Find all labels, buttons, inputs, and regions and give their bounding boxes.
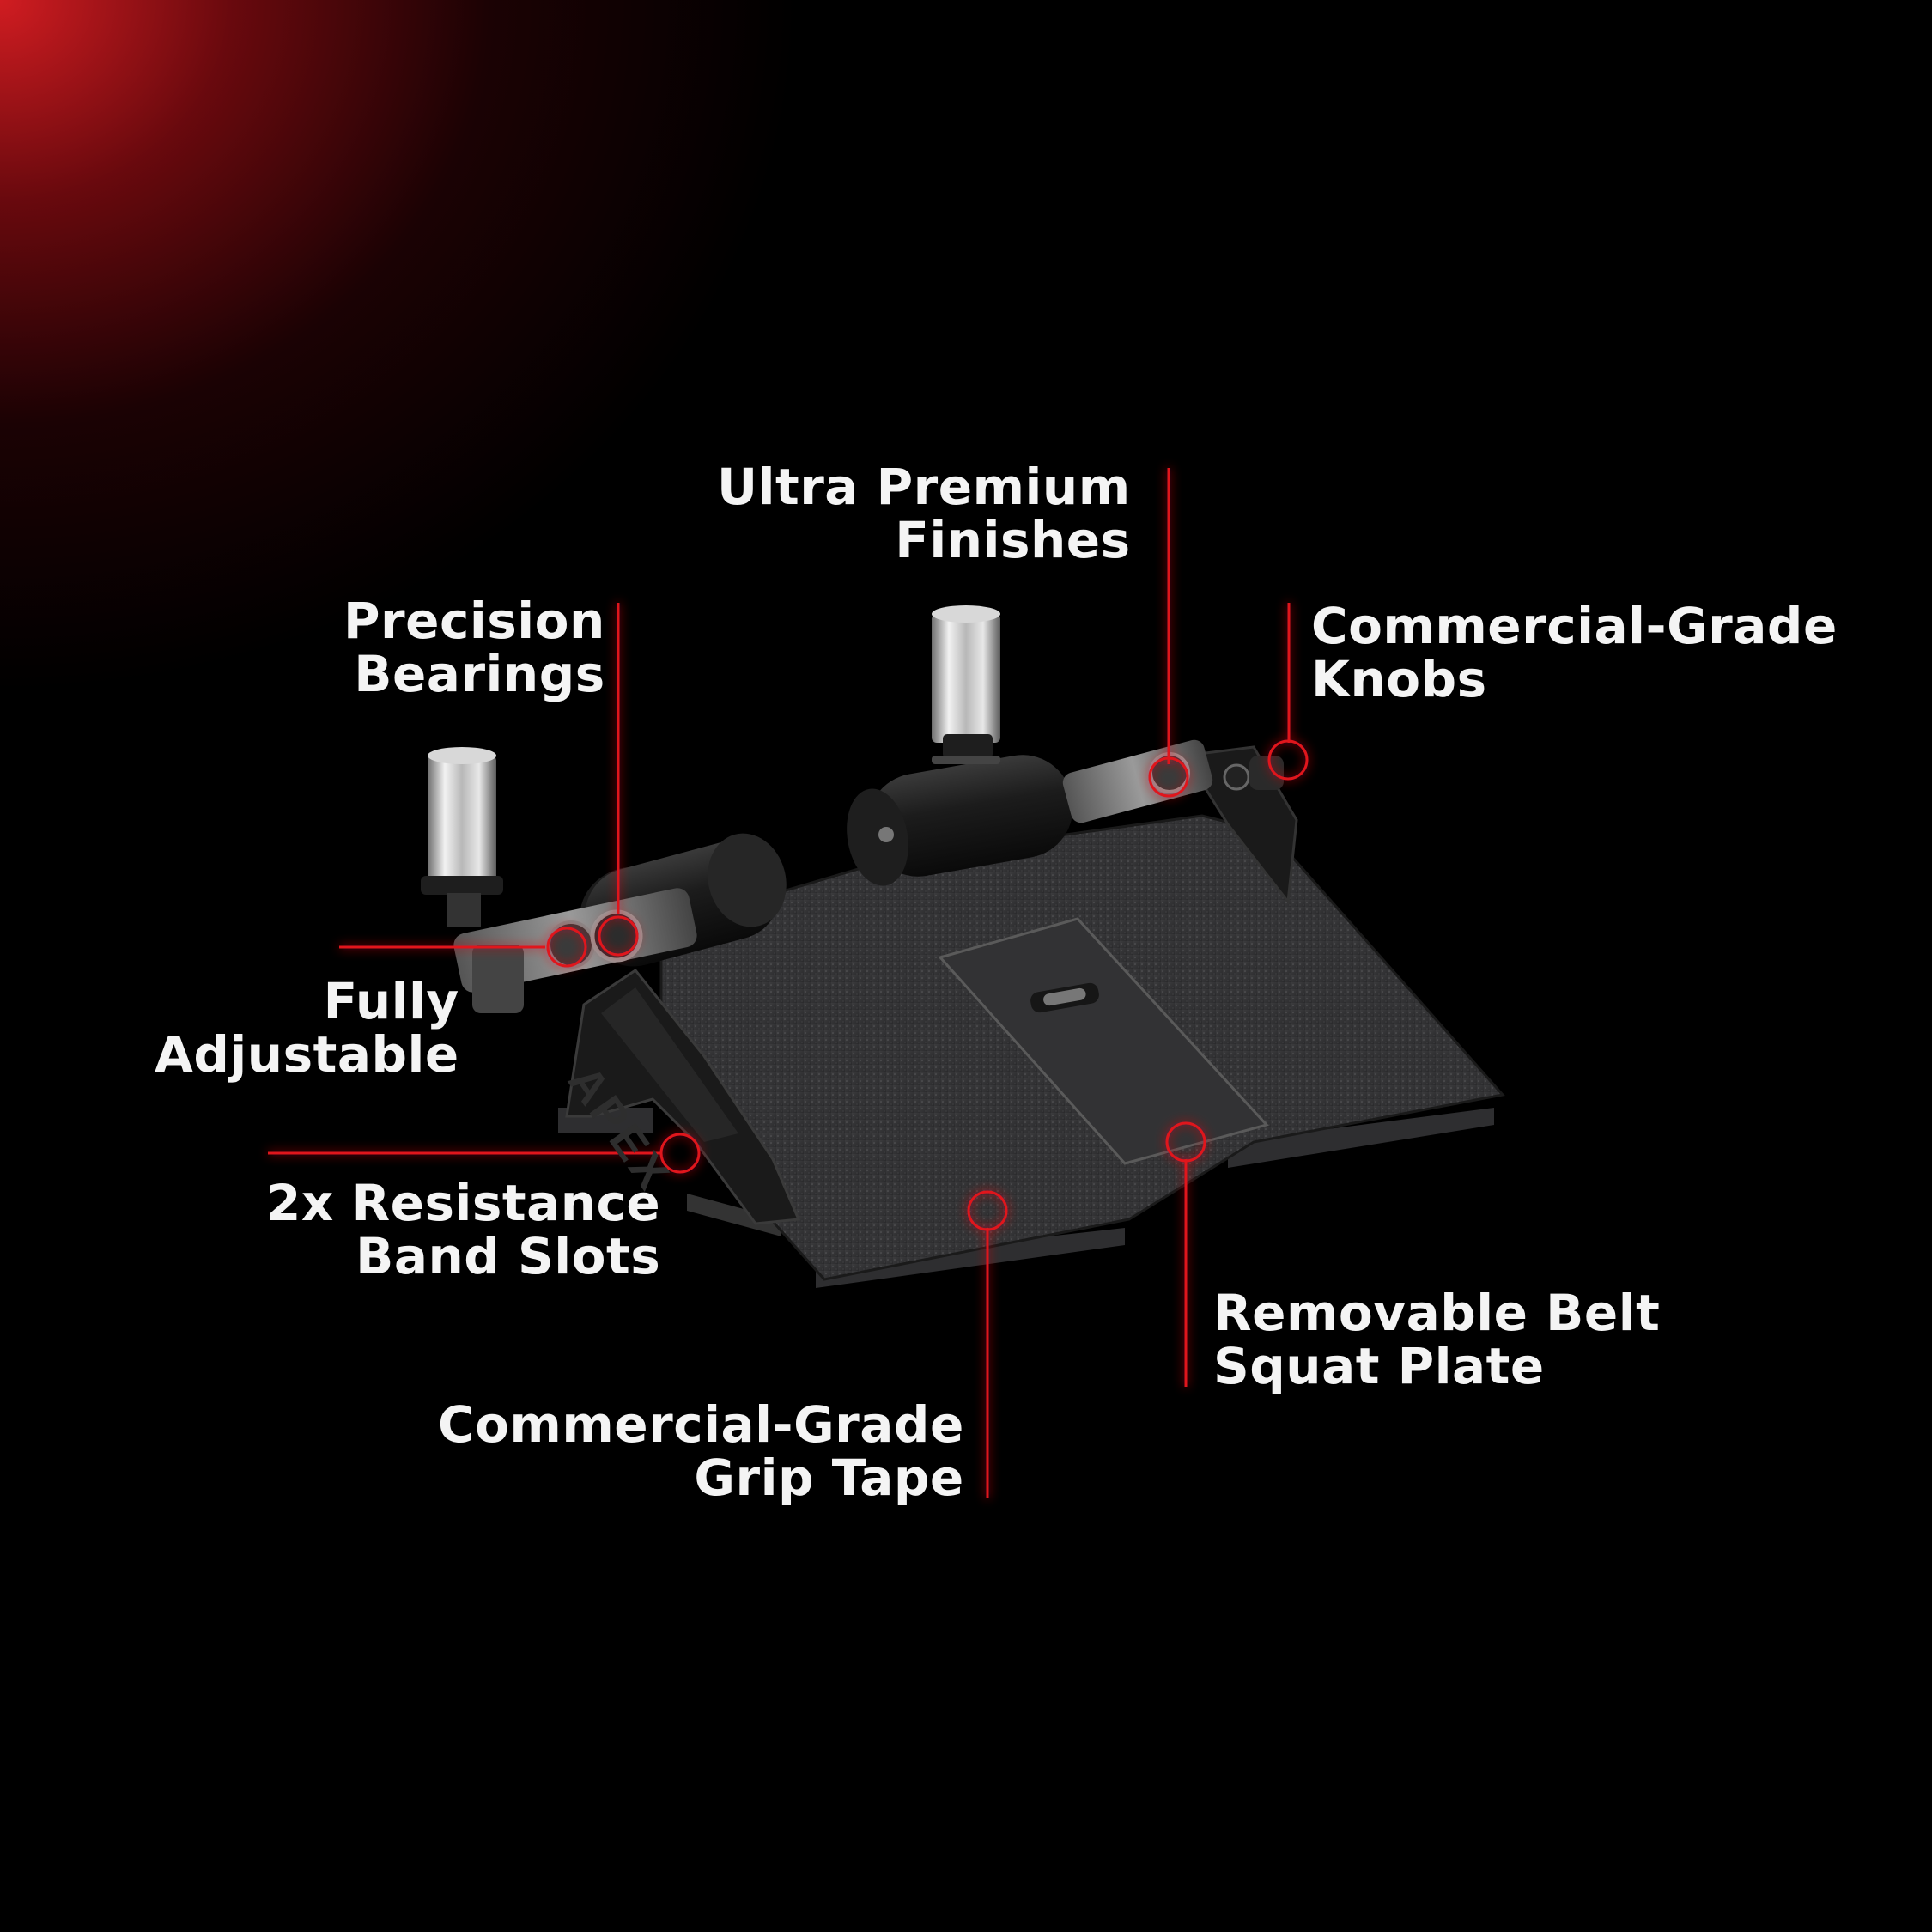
left-frame-bracket — [565, 968, 801, 1225]
callout-line: Bearings — [354, 645, 605, 703]
callout-line: Precision — [343, 592, 605, 650]
callout-ultra-premium-finishes: Ultra Premium Finishes — [717, 460, 1131, 567]
marker-removable-plate — [1165, 1121, 1206, 1163]
callout-resistance-band-slots: 2x Resistance Band Slots — [266, 1176, 660, 1283]
callout-line: Finishes — [895, 511, 1131, 569]
callout-fully-adjustable: Fully Adjustable — [155, 975, 459, 1081]
callout-line: 2x Resistance — [266, 1174, 661, 1232]
callout-line: Knobs — [1311, 650, 1487, 708]
callout-precision-bearings: Precision Bearings — [343, 594, 605, 701]
callout-line: Squat Plate — [1213, 1337, 1545, 1395]
callout-leader-lines — [268, 468, 1309, 1498]
callout-removable-belt-squat-plate: Removable Belt Squat Plate — [1213, 1286, 1660, 1393]
marker-band-slots — [659, 1133, 701, 1174]
callout-commercial-grade-knobs: Commercial-Grade Knobs — [1311, 599, 1838, 706]
marker-fully-adjustable — [546, 927, 587, 968]
marker-precision-bearings — [598, 915, 639, 957]
belt-squat-plate — [938, 917, 1269, 1165]
callout-line: Commercial-Grade — [1311, 597, 1838, 655]
callout-line: Fully — [323, 972, 459, 1030]
marker-ultra-premium — [1148, 756, 1189, 798]
callout-line: Ultra Premium — [717, 458, 1131, 516]
marker-knobs — [1267, 739, 1309, 781]
right-weight-post — [932, 605, 1000, 764]
callout-line: Commercial-Grade — [438, 1395, 964, 1454]
callout-commercial-grade-grip-tape: Commercial-Grade Grip Tape — [438, 1398, 964, 1504]
callout-line: Grip Tape — [694, 1449, 964, 1507]
callout-line: Removable Belt — [1213, 1284, 1661, 1342]
marker-grip-tape — [967, 1190, 1008, 1231]
callout-line: Band Slots — [355, 1227, 661, 1285]
left-weight-post — [421, 747, 503, 927]
callout-line: Adjustable — [155, 1025, 459, 1084]
